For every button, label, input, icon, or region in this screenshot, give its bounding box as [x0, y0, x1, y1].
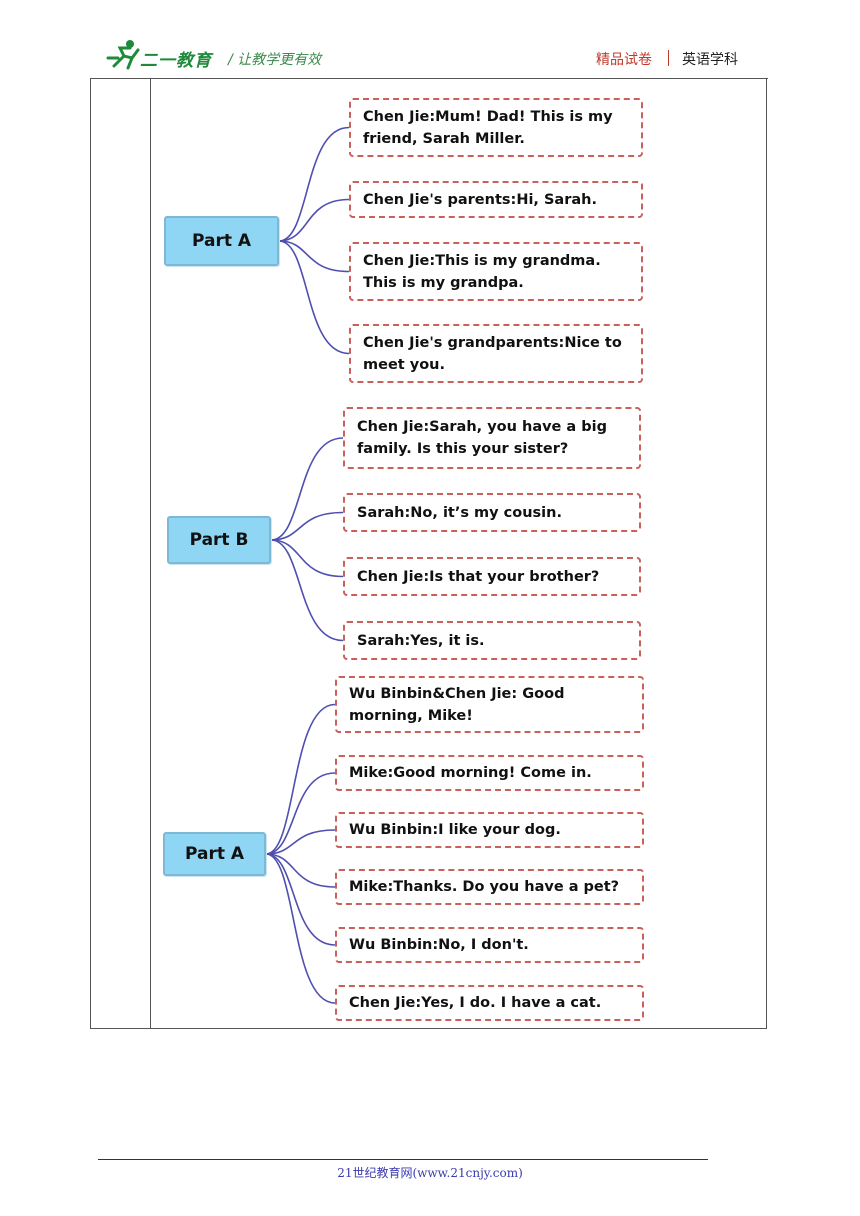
dialogue-node: Mike:Thanks. Do you have a pet? — [335, 869, 644, 905]
branch-connector — [270, 539, 344, 578]
runner-logo-icon — [106, 40, 140, 70]
dialogue-node: Mike:Good morning! Come in. — [335, 755, 644, 791]
branch-connector — [265, 829, 336, 855]
page-header: 二一教育 / 让教学更有效 精品试卷 英语学科 — [0, 0, 860, 80]
branch-connector — [270, 437, 344, 541]
dialogue-node: Chen Jie:Yes, I do. I have a cat. — [335, 985, 644, 1021]
footer-rule — [98, 1159, 708, 1160]
dialogue-node: Chen Jie:Sarah, you have a big family. I… — [343, 407, 641, 469]
branch-connector — [265, 853, 336, 888]
branch-connector — [265, 703, 336, 855]
branch-connector — [278, 126, 350, 242]
slogan: / 让教学更有效 — [228, 52, 322, 68]
footer-text: 21世纪教育网(www.21cnjy.com) — [337, 1166, 523, 1180]
brand-label: 精品试卷 — [596, 52, 652, 68]
header-separator — [668, 50, 669, 66]
dialogue-node: Sarah:Yes, it is. — [343, 621, 641, 660]
dialogue-node: Wu Binbin:No, I don't. — [335, 927, 644, 963]
branch-connector — [278, 198, 350, 242]
branch-connector — [265, 853, 336, 1004]
subject-label: 英语学科 — [682, 52, 738, 68]
dialogue-node: Chen Jie:Is that your brother? — [343, 557, 641, 596]
table-column-divider — [150, 79, 151, 1029]
branch-connector — [278, 240, 350, 355]
header-rule — [90, 78, 768, 79]
logo-text: 二一教育 — [140, 51, 212, 71]
branch-connector — [270, 539, 344, 642]
dialogue-node: Chen Jie:This is my grandma. This is my … — [349, 242, 643, 301]
dialogue-node: Wu Binbin:I like your dog. — [335, 812, 644, 848]
dialogue-node: Chen Jie's parents:Hi, Sarah. — [349, 181, 643, 218]
dialogue-node: Chen Jie:Mum! Dad! This is my friend, Sa… — [349, 98, 643, 157]
branch-connector — [270, 511, 344, 541]
part-a-topic: Part A — [163, 832, 266, 876]
branch-connector — [265, 853, 336, 946]
dialogue-node: Chen Jie's grandparents:Nice to meet you… — [349, 324, 643, 383]
part-b-topic: Part B — [167, 516, 271, 564]
dialogue-node: Sarah:No, it’s my cousin. — [343, 493, 641, 532]
table-frame — [90, 79, 767, 1029]
branch-connector — [265, 772, 336, 855]
dialogue-node: Wu Binbin&Chen Jie: Good morning, Mike! — [335, 676, 644, 733]
part-a-topic: Part A — [164, 216, 279, 266]
branch-connector — [278, 240, 350, 273]
